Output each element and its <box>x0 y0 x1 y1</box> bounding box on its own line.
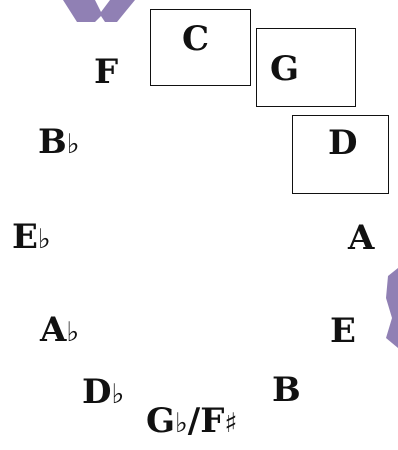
box-c <box>150 9 251 86</box>
note-d-letter: D <box>328 123 358 163</box>
note-c-letter: C <box>182 19 210 59</box>
note-db: D♭ <box>82 375 124 409</box>
flat-sign: ♭ <box>111 379 125 410</box>
note-g: G <box>270 52 299 86</box>
note-fsharp-letter: /F <box>187 401 225 441</box>
sharp-sign: ♯ <box>224 408 238 439</box>
note-db-letter: D <box>82 372 112 412</box>
note-b-letter: B <box>272 370 301 410</box>
note-ab: A♭ <box>40 313 79 347</box>
flat-sign: ♭ <box>37 224 51 255</box>
note-b: B <box>272 373 301 407</box>
note-e: E <box>330 314 356 348</box>
purple-watermark-right <box>382 268 398 348</box>
note-g-letter: G <box>270 49 300 89</box>
note-gb-fsharp: G♭/F♯ <box>146 404 237 438</box>
note-ab-letter: A <box>40 310 67 350</box>
purple-watermark-top <box>55 0 145 22</box>
note-d: D <box>328 126 357 160</box>
note-gb-letter: G <box>146 401 176 441</box>
note-f: F <box>94 55 118 89</box>
box-d <box>292 115 389 194</box>
note-eb-letter: E <box>12 217 38 257</box>
note-eb: E♭ <box>12 220 51 254</box>
note-bb-letter: B <box>38 122 67 162</box>
note-bb: B♭ <box>38 125 80 159</box>
flat-sign: ♭ <box>66 317 80 348</box>
flat-sign: ♭ <box>175 408 188 439</box>
note-a-letter: A <box>348 218 375 258</box>
note-f-letter: F <box>94 52 119 92</box>
box-g <box>256 28 356 107</box>
flat-sign: ♭ <box>66 129 80 160</box>
note-c: C <box>182 22 209 56</box>
note-e-letter: E <box>330 311 356 351</box>
note-a: A <box>348 221 374 255</box>
